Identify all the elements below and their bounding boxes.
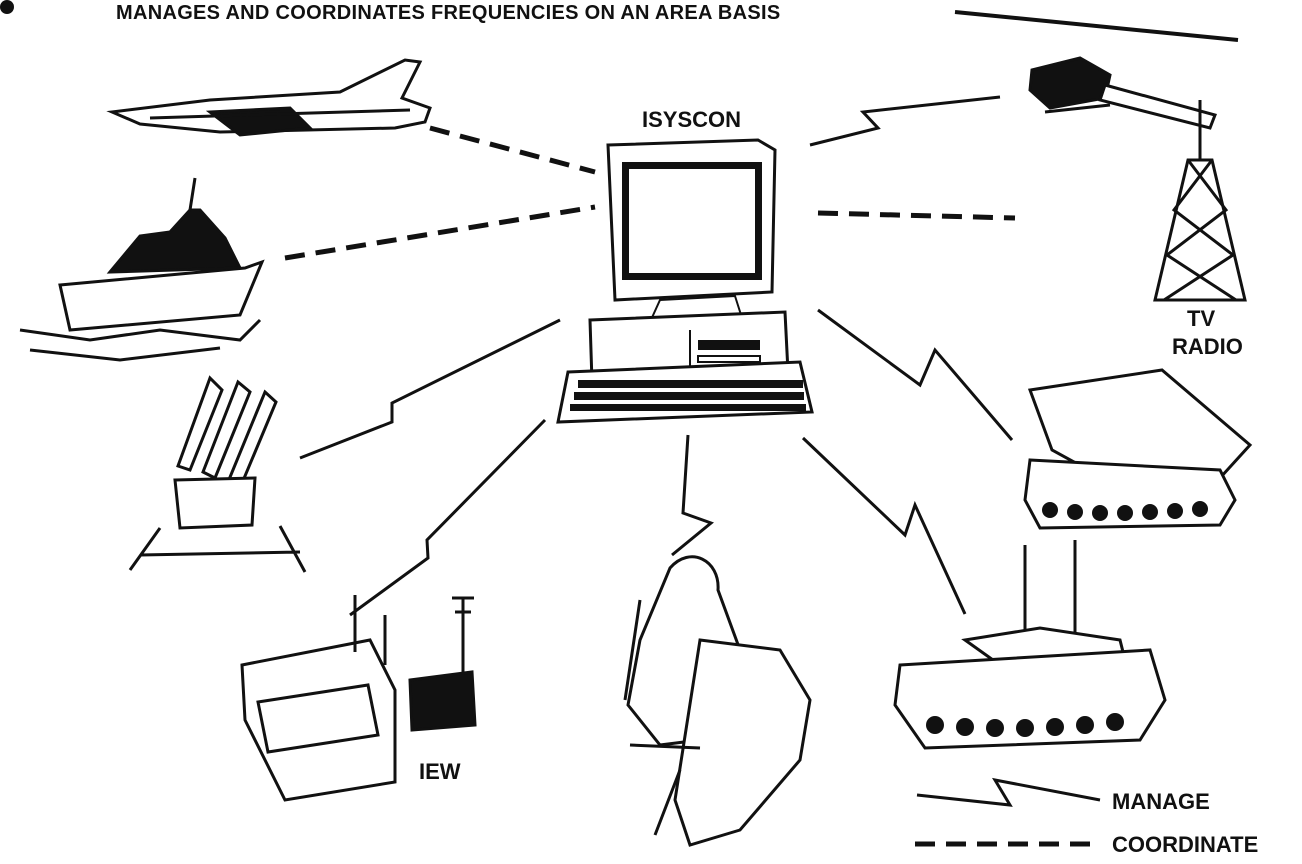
link-missile-manage: [299, 318, 561, 460]
link-iew-manage: [349, 418, 547, 617]
isyscon-label: ISYSCON: [642, 107, 742, 132]
link-tank-manage: [801, 436, 967, 615]
missile-launcher-icon: [128, 375, 307, 573]
rocket-launcher-icon: [1023, 368, 1253, 530]
tank-icon: [893, 540, 1167, 750]
jet-fighter-icon: [106, 58, 432, 137]
link-ship-coordinate: [284, 204, 596, 261]
radio-label: RADIO: [1172, 334, 1243, 359]
legend-manage-sample: [916, 777, 1101, 807]
link-rocket-launcher-manage: [817, 308, 1014, 441]
tv-label: TV: [1187, 306, 1216, 331]
warship-icon: [19, 177, 265, 362]
computer-icon: [556, 138, 814, 424]
legend-coordinate-label: COORDINATE: [1112, 832, 1259, 857]
soldiers-icon: [623, 555, 812, 847]
link-tower-coordinate: [817, 210, 1016, 221]
link-soldiers-manage: [671, 434, 715, 557]
helicopter-icon: [954, 10, 1239, 130]
tv-radio-tower-icon: [1153, 100, 1247, 302]
legend-manage-label: MANAGE: [1112, 789, 1210, 814]
header-bullet-icon: [0, 0, 14, 14]
link-jet-coordinate: [429, 125, 596, 175]
header-title: MANAGES AND COORDINATES FREQUENCIES ON A…: [116, 2, 781, 24]
iew-vehicle-icon: [240, 595, 477, 802]
iew-label: IEW: [419, 759, 461, 784]
link-helicopter-manage: [809, 95, 1001, 147]
